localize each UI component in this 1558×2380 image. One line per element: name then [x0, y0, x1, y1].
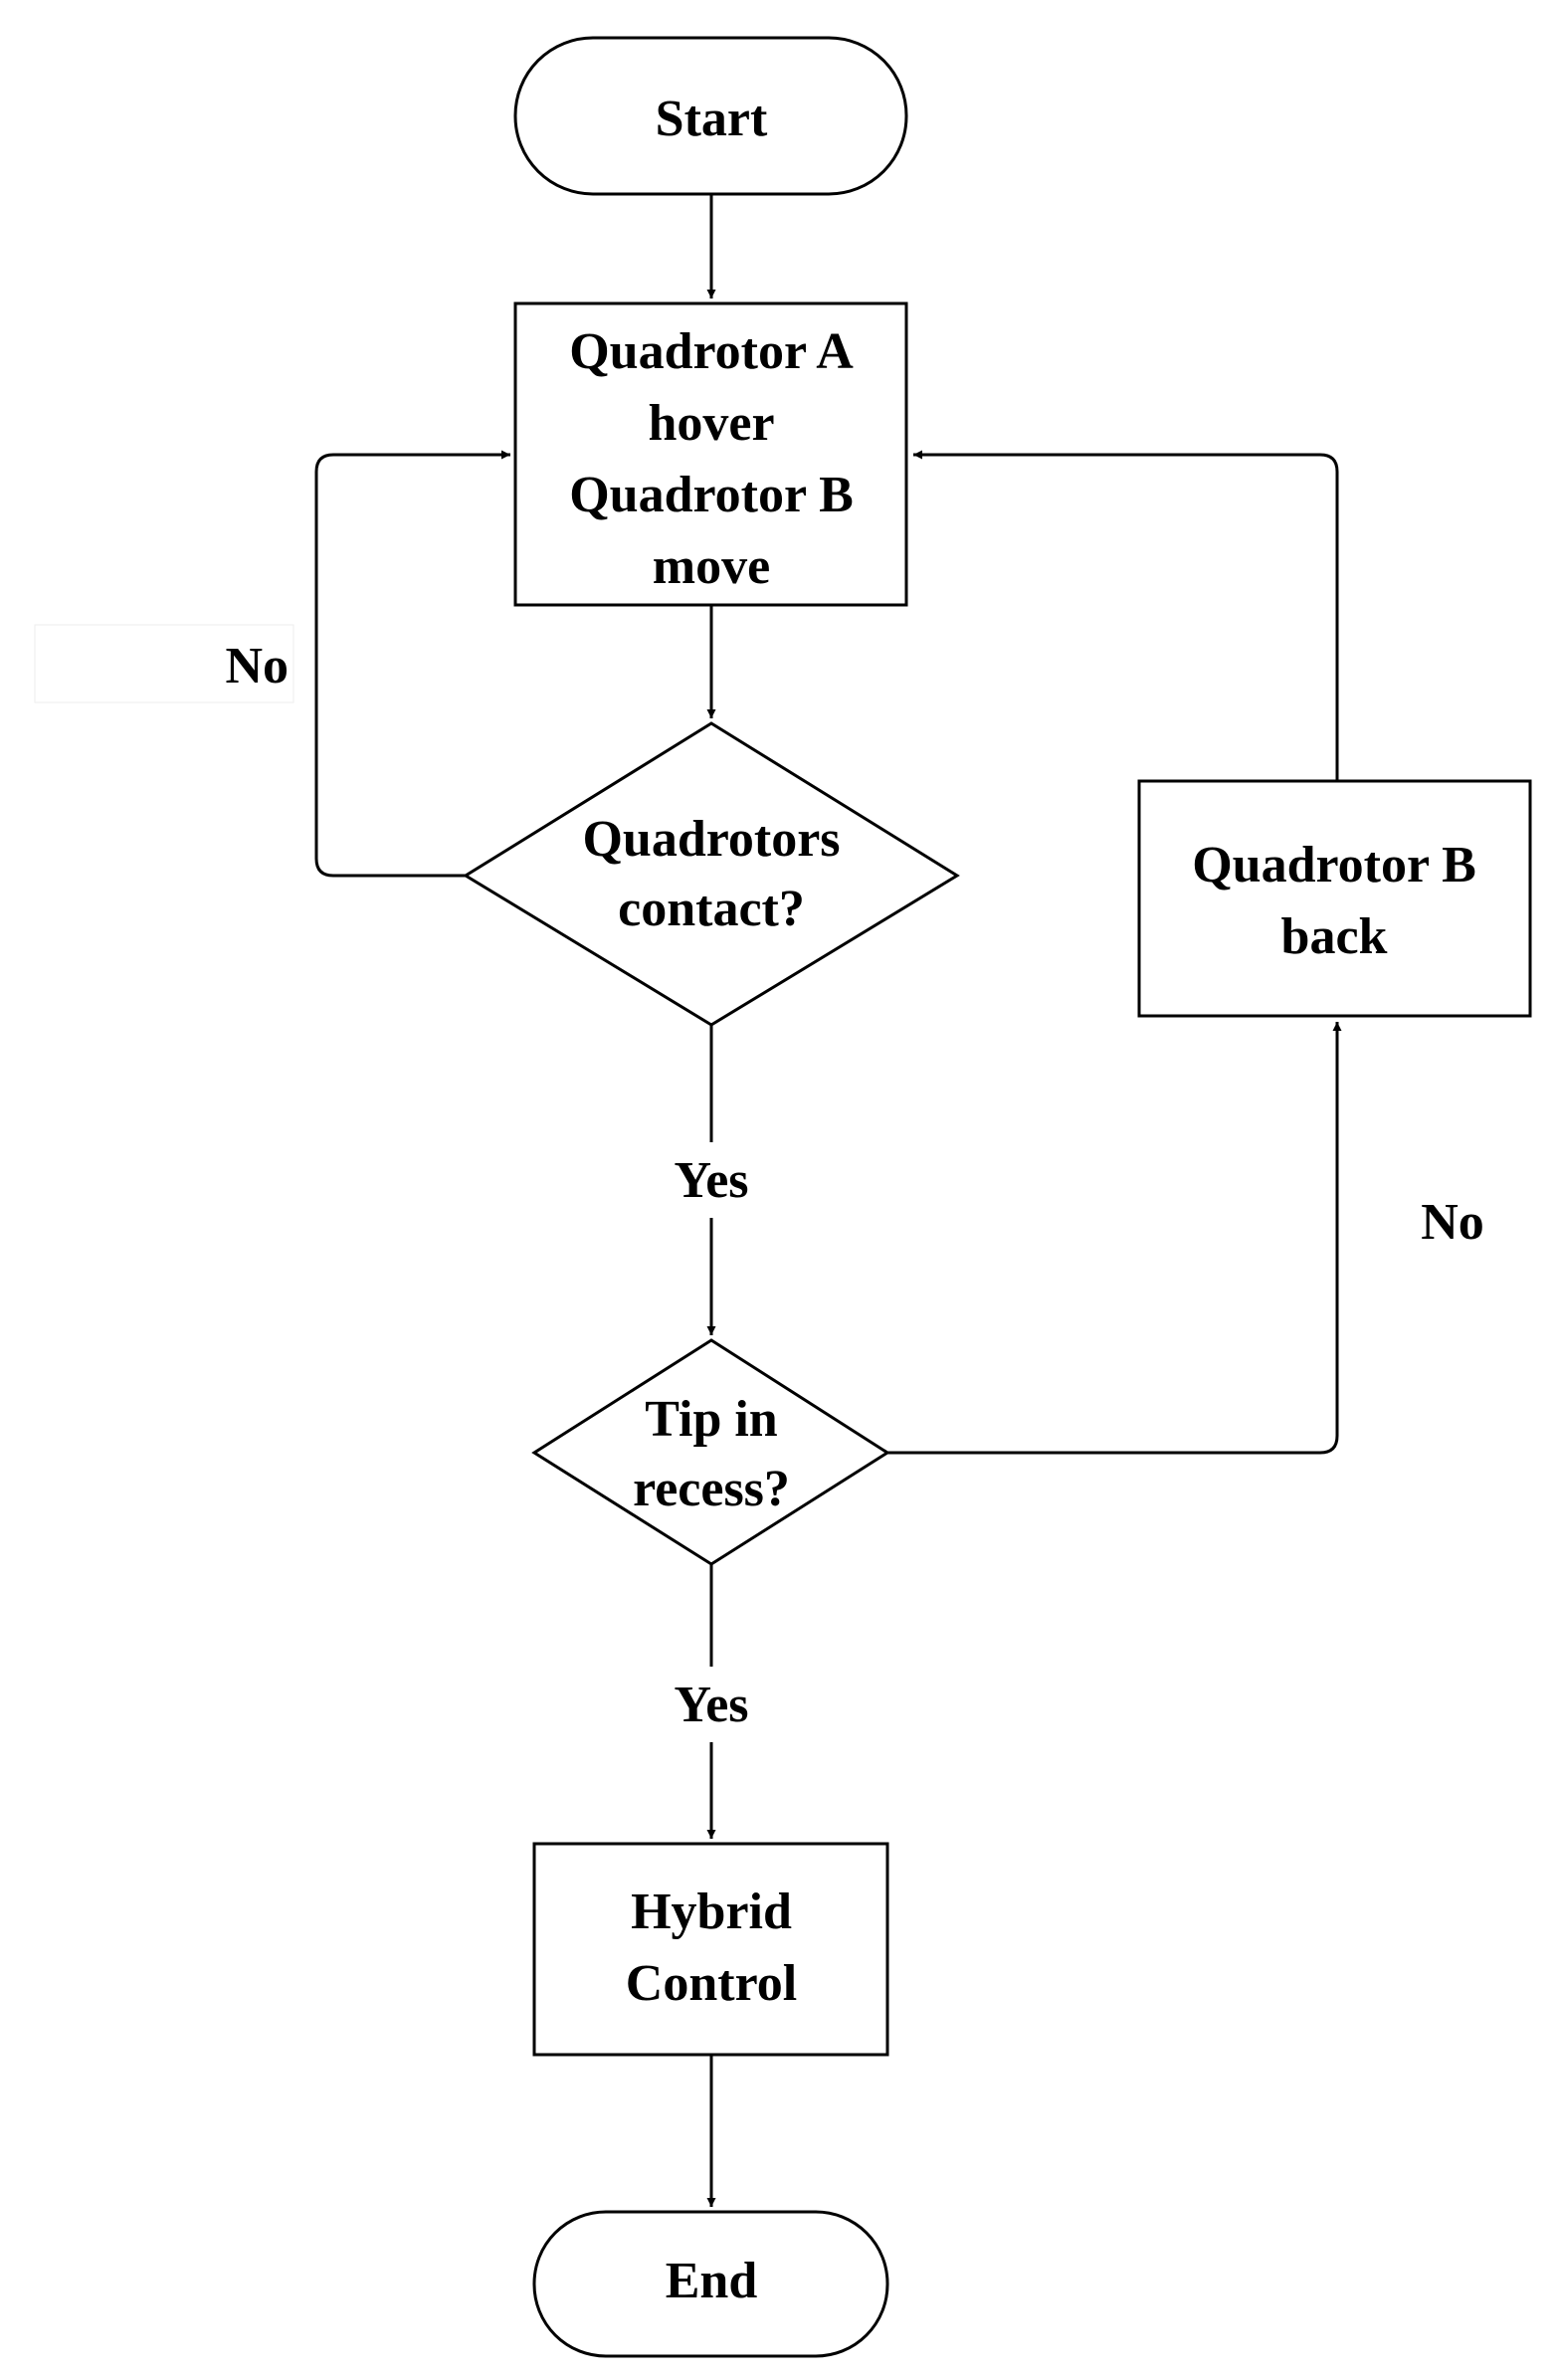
arrow-back-to-hover	[913, 450, 1339, 781]
contact-line-2: contact?	[618, 881, 805, 937]
contact-decision: Quadrotors contact?	[463, 721, 960, 1027]
no-label-box-left	[34, 624, 294, 703]
start-node: Start	[513, 36, 908, 196]
end-node: End	[532, 2210, 889, 2358]
end-label: End	[666, 2253, 758, 2309]
hover-move-line-3: Quadrotor B	[569, 467, 854, 523]
arrow-contact-no-loop	[314, 450, 510, 878]
edge-label-contact-no: No	[225, 638, 289, 694]
yes-label-box-1	[661, 1142, 762, 1218]
hover-move-line-1: Quadrotor A	[569, 323, 854, 380]
tip-line-1: Tip in	[645, 1391, 778, 1448]
start-label: Start	[656, 91, 768, 147]
edge-label-tip-yes: Yes	[674, 1677, 748, 1733]
hybrid-line-2: Control	[626, 1955, 797, 2012]
hover-move-node: Quadrotor A hover Quadrotor B move	[513, 301, 908, 607]
edge-label-contact-yes: Yes	[674, 1152, 748, 1209]
back-node: Quadrotor B back	[1137, 779, 1532, 1018]
connectors	[314, 194, 1342, 2207]
arrow-tip-no-to-back	[887, 1022, 1342, 1455]
back-line-2: back	[1281, 908, 1388, 965]
back-line-1: Quadrotor B	[1192, 837, 1476, 893]
tip-decision: Tip in recess?	[531, 1338, 890, 1566]
yes-label-box-2	[661, 1667, 762, 1742]
hover-move-line-4: move	[653, 538, 770, 595]
tip-line-2: recess?	[633, 1461, 790, 1517]
hover-move-line-2: hover	[648, 395, 774, 452]
edge-label-tip-no: No	[1421, 1194, 1484, 1251]
contact-line-1: Quadrotors	[582, 811, 840, 868]
hybrid-line-1: Hybrid	[631, 1884, 792, 1940]
hybrid-control-node: Hybrid Control	[532, 1842, 889, 2057]
